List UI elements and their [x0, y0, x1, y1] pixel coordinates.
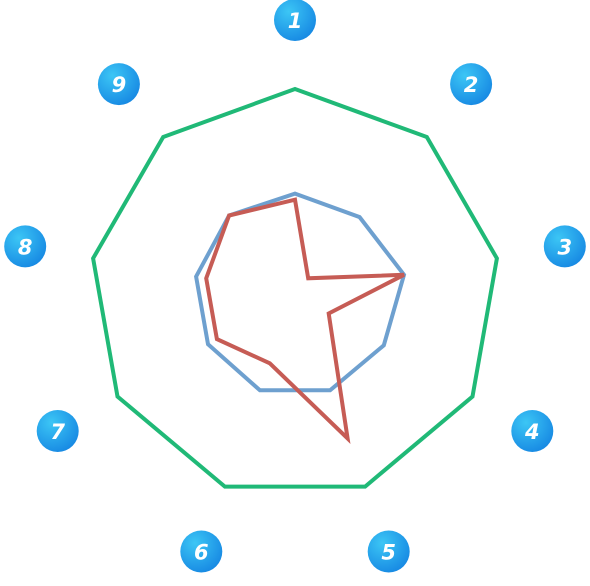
axis-label-7: 7	[36, 410, 79, 452]
series-line-3	[204, 197, 405, 445]
axis-label-text: 1	[288, 9, 303, 33]
axis-label-badge	[97, 63, 140, 106]
axis-label-text: 4	[524, 420, 540, 444]
axis-label-text: 5	[381, 541, 396, 565]
axis-label-text: 8	[18, 235, 33, 259]
axis-label-2: 2	[450, 63, 493, 106]
axis-label-badge	[450, 63, 493, 106]
axis-label-9: 9	[97, 63, 140, 106]
series-layer	[91, 86, 499, 489]
axis-label-1: 1	[274, 0, 316, 41]
axis-label-text: 6	[194, 541, 209, 565]
axis-label-badge	[367, 530, 410, 573]
axis-label-6: 6	[180, 530, 223, 573]
axis-label-badge	[4, 225, 47, 268]
axis-label-badge	[36, 410, 79, 452]
axis-label-badge	[511, 410, 554, 452]
axis-label-8: 8	[4, 225, 47, 268]
axis-label-badge	[180, 530, 223, 573]
axis-label-text: 3	[557, 235, 572, 259]
axis-label-text: 2	[464, 73, 479, 97]
axis-label-badge	[543, 225, 586, 268]
axis-label-3: 3	[543, 225, 586, 268]
axis-label-4: 4	[511, 410, 554, 452]
axis-label-layer: 1 2 3 4 5 6 7 8 9	[4, 0, 586, 573]
axis-label-badge	[274, 0, 316, 41]
axis-label-5: 5	[367, 530, 410, 573]
axis-label-text: 9	[112, 73, 127, 97]
axis-label-text: 7	[50, 420, 65, 444]
series-line-1	[91, 86, 499, 489]
